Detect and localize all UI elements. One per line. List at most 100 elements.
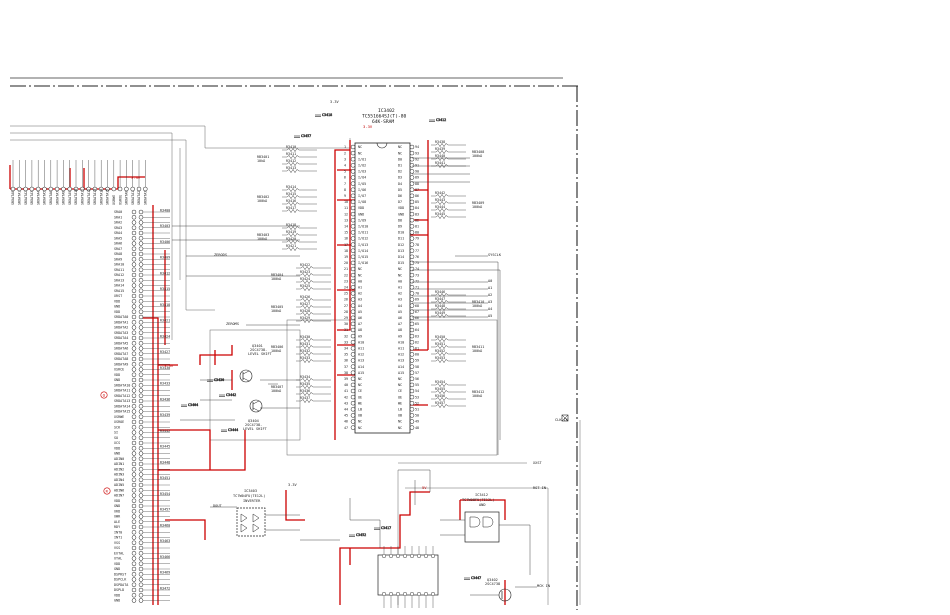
resistor-zigzag xyxy=(300,265,314,271)
left-connector-pin-b xyxy=(138,220,144,225)
left-connector-pin-a xyxy=(131,577,137,582)
ic3402-left-pin-number: 14 xyxy=(344,225,348,229)
left-connector-pin-a xyxy=(131,225,137,230)
ic3402-right-pin xyxy=(409,297,415,302)
left-connector-label: INT1 xyxy=(114,536,122,540)
ic3402-left-pin-number: 29 xyxy=(344,316,348,320)
left-connector-pin-a xyxy=(131,593,137,598)
left-connector-pin-a xyxy=(131,419,137,425)
top-connector-label: SRDATA10 xyxy=(74,189,78,205)
ic3402-right-pin xyxy=(409,248,415,253)
dip-bottom-pin xyxy=(430,591,436,597)
ic3402-left-pin-number: 12 xyxy=(344,212,348,216)
capacitor-ref: C3418 xyxy=(322,113,332,117)
ic3402-left-pin xyxy=(350,333,356,339)
left-connector-ref: R3430 xyxy=(160,366,170,370)
resistor-ref: R3423 xyxy=(300,270,310,274)
ic3402-right-pin-number: 91 xyxy=(415,164,419,168)
resistor-network-ref: RB3402 xyxy=(257,195,269,199)
ic3402-left-pin-name: A15 xyxy=(358,371,364,375)
ic3402-right-pin-number: 63 xyxy=(415,334,419,338)
ic3402-right-pin xyxy=(409,169,415,174)
ic3402-right-pin-number: 77 xyxy=(415,249,419,253)
ic3402-right-pin xyxy=(409,346,415,351)
left-connector-pin-b xyxy=(138,524,144,530)
ic3402-left-pin-name: UB xyxy=(358,414,362,418)
left-connector-label: VSS xyxy=(114,546,120,550)
left-connector-ref: R3463 xyxy=(160,539,170,543)
ic3402-right-pin-name: A6 xyxy=(398,316,402,320)
left-connector-label: EXTAL xyxy=(114,551,124,555)
ic3402-left-pin-number: 46 xyxy=(344,420,348,424)
resistor-ref: R3422 xyxy=(300,263,310,267)
resistor-ref: R3435 xyxy=(300,382,310,386)
left-connector-pin-a xyxy=(131,472,137,477)
left-connector-pin-a xyxy=(131,272,137,278)
ic3402-right-pin xyxy=(409,388,415,394)
resistor-network-ref: RB3408 xyxy=(472,150,484,154)
resistor-network-value: 100kΩ xyxy=(257,199,267,203)
right-signals: A0 A1 A2 A3 A4 A5 SYSCLK XXST RST IN MCK… xyxy=(213,253,568,588)
ic3402-right-pin-number: 87 xyxy=(415,188,419,192)
resistor-zigzag xyxy=(300,311,314,317)
ic3403-inverter: IC3403 TC7W04FU(TE12L) INVERTER xyxy=(233,489,265,537)
left-connector-pin-a xyxy=(131,346,137,351)
q3401-transistor: Q3401 2SC4738- LEVEL SHIFT xyxy=(239,344,273,383)
left-connector-pin-b xyxy=(138,335,144,341)
ic3402-right-pin-name: D13 xyxy=(398,249,404,253)
top-connector-label: SRDATA0 xyxy=(11,191,15,205)
ic3402-right-pin-name: NC xyxy=(398,420,402,424)
left-connector-label: SRDATA4 xyxy=(114,336,128,340)
left-connector-pin-b xyxy=(138,309,144,314)
ic3402-left-pin xyxy=(350,205,356,211)
ic3402-right-pin xyxy=(409,413,415,418)
ic3402-right-pin xyxy=(409,150,415,156)
resistor-zigzag xyxy=(286,246,300,252)
ic3402-right-pin xyxy=(409,254,415,260)
ic3402-left-pin-name: NC xyxy=(358,383,362,387)
left-connector-pin-b xyxy=(138,467,144,472)
resistor-zigzag xyxy=(300,391,314,397)
ic3402-left-pin xyxy=(350,272,356,278)
marker-q: Q xyxy=(103,393,106,398)
left-connector-pin-a xyxy=(131,351,137,356)
ic3402-right-pin xyxy=(409,260,415,266)
ic3402-right-pin xyxy=(409,358,415,363)
left-connector-label: GND xyxy=(114,305,120,309)
ic3402-right-pin xyxy=(409,236,415,241)
left-connector-label: DSPCLK xyxy=(114,578,127,582)
left-connector-pin-b xyxy=(138,225,144,230)
ic3402-right-pin xyxy=(409,285,415,290)
ic3402-left-pin xyxy=(350,175,356,180)
top-connector-label: SRDATA14 xyxy=(99,189,103,205)
left-connector-pin-a xyxy=(131,530,137,535)
ic3402-right-pin-number: 75 xyxy=(415,261,419,265)
resistor-zigzag xyxy=(300,304,314,310)
ic3402-right-pin-number: 89 xyxy=(415,176,419,180)
ic3402-ref: IC3402 xyxy=(378,108,395,114)
ic3402-left-pin-number: 37 xyxy=(344,365,348,369)
ic3402-right-pin xyxy=(409,376,415,382)
left-connector-label: XSRWE xyxy=(114,415,124,419)
ic3402-right-pin-name: NC xyxy=(398,273,402,277)
left-connector-label: SRDATA15 xyxy=(114,410,130,414)
ic3402-right-pin-number: 72 xyxy=(415,279,419,283)
top-connector-pin xyxy=(54,186,60,192)
resistor-zigzag xyxy=(300,398,314,404)
resistor-network-ref: RB3410 xyxy=(472,300,484,304)
resistor-ref: R3431 xyxy=(300,342,310,346)
left-connector-pin-a xyxy=(131,251,137,257)
rail-5v: 5V xyxy=(422,485,427,490)
ic3402-left-pin-name: NC xyxy=(358,377,362,381)
ic3402-left-pin-name: WE xyxy=(358,401,362,405)
resistor-network-ref: RB3404 xyxy=(271,273,283,277)
left-connector-pin-a xyxy=(131,440,137,446)
left-connector-label: XWR xyxy=(114,515,121,519)
ic3402-left-pin xyxy=(350,407,356,412)
ic3402-left-pin-number: 28 xyxy=(344,310,348,314)
signal-a0-out: A0 xyxy=(488,279,492,283)
left-connector-label: SRA3 xyxy=(114,226,122,230)
left-connector-pin-a xyxy=(131,545,137,551)
ic3402-right-pin xyxy=(409,315,415,321)
left-connector-pin-a xyxy=(131,278,137,283)
